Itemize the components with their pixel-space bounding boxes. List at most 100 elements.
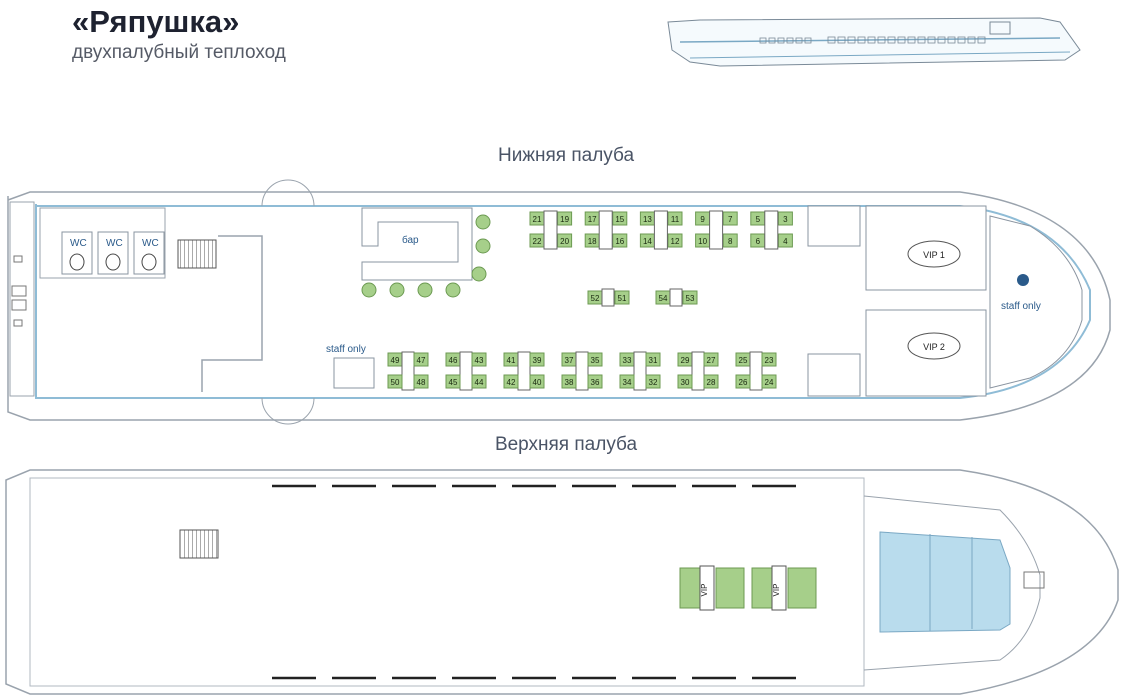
seat: 27 [703,352,719,367]
seat-number: 38 [565,378,574,387]
seat-number: 40 [533,378,542,387]
seat: 3 [777,211,793,226]
seat: 14 [639,233,655,248]
seat-number: 50 [391,378,400,387]
seat-number: 51 [618,294,627,303]
vip-table-1: VIP [679,565,745,611]
seat: 26 [735,374,751,389]
table [598,210,613,250]
seat: 5 [750,211,766,226]
seat-number: 53 [686,294,695,303]
seat: 32 [645,374,661,389]
seat: 40 [529,374,545,389]
seat: 33 [619,352,635,367]
table [669,288,683,307]
seat-number: 52 [591,294,600,303]
bar: бар [361,207,473,281]
seat: 51 [614,290,630,305]
seat-number: 33 [623,356,632,365]
seat-number: 17 [588,215,597,224]
seat-number: 19 [560,215,569,224]
bar-stool [389,282,405,298]
seat-number: 47 [417,356,426,365]
seat-number: 5 [756,215,761,224]
table [575,351,589,391]
wc-label: WC [70,238,87,249]
bar-label: бар [402,234,419,246]
seat: 37 [561,352,577,367]
seat: 36 [587,374,603,389]
vip-room-2: VIP 2 [865,309,987,397]
seat-number: 39 [533,356,542,365]
seat: 18 [584,233,600,248]
seat-number: 12 [671,237,680,246]
wc-cabin: WC [61,231,93,275]
bar-stool [471,266,487,282]
seat: 29 [677,352,693,367]
seat: 45 [445,374,461,389]
table [633,351,647,391]
seat-number: 34 [623,378,632,387]
ship-side-view [667,17,1081,67]
seat-number: 28 [707,378,716,387]
wc-area: WC WC WC [39,207,166,279]
stairs [177,239,217,269]
seat: 7 [722,211,738,226]
seat: 16 [612,233,628,248]
ship-title: «Ряпушка» [72,4,240,39]
seat: 15 [612,211,628,226]
seat: 43 [471,352,487,367]
seat: 28 [703,374,719,389]
seat: 17 [584,211,600,226]
seat-number: 13 [643,215,652,224]
seat: 23 [761,352,777,367]
seat-number: 48 [417,378,426,387]
bar-stool [417,282,433,298]
seat: 48 [413,374,429,389]
bar-stools [361,214,491,298]
vip-table-2: VIP [751,565,817,611]
seat-number: 37 [565,356,574,365]
seat: 8 [722,233,738,248]
seat: 46 [445,352,461,367]
seat-number: 26 [739,378,748,387]
lower-deck-label: Нижняя палуба [497,145,635,166]
seat: 31 [645,352,661,367]
seat-number: 3 [783,215,788,224]
bar-stool [475,238,491,254]
table [517,351,531,391]
seat-number: 21 [533,215,542,224]
staff-only-label: staff only [1001,301,1041,312]
seat: 41 [503,352,519,367]
table [764,210,779,250]
seat: 49 [387,352,403,367]
seat-number: 44 [475,378,484,387]
seat-number: 10 [698,237,707,246]
seat-number: 22 [533,237,542,246]
upper-deck-label: Верхняя палуба [494,434,638,455]
seat: 39 [529,352,545,367]
seat: 4 [777,233,793,248]
seat-number: 15 [615,215,624,224]
seat: 30 [677,374,693,389]
seat: 6 [750,233,766,248]
seat-number: 30 [681,378,690,387]
seat-number: 43 [475,356,484,365]
seat: 24 [761,374,777,389]
seat-number: 14 [643,237,652,246]
wc-cabin: WC [133,231,165,275]
stairs [179,529,219,559]
seat-number: 9 [700,215,705,224]
railings [272,484,796,680]
seat-number: 49 [391,356,400,365]
seat-number: 41 [507,356,516,365]
seat-number: 35 [591,356,600,365]
table [709,210,724,250]
seat: 25 [735,352,751,367]
seat: 9 [695,211,711,226]
seat: 52 [587,290,603,305]
vip-room-1: VIP 1 [865,205,987,291]
